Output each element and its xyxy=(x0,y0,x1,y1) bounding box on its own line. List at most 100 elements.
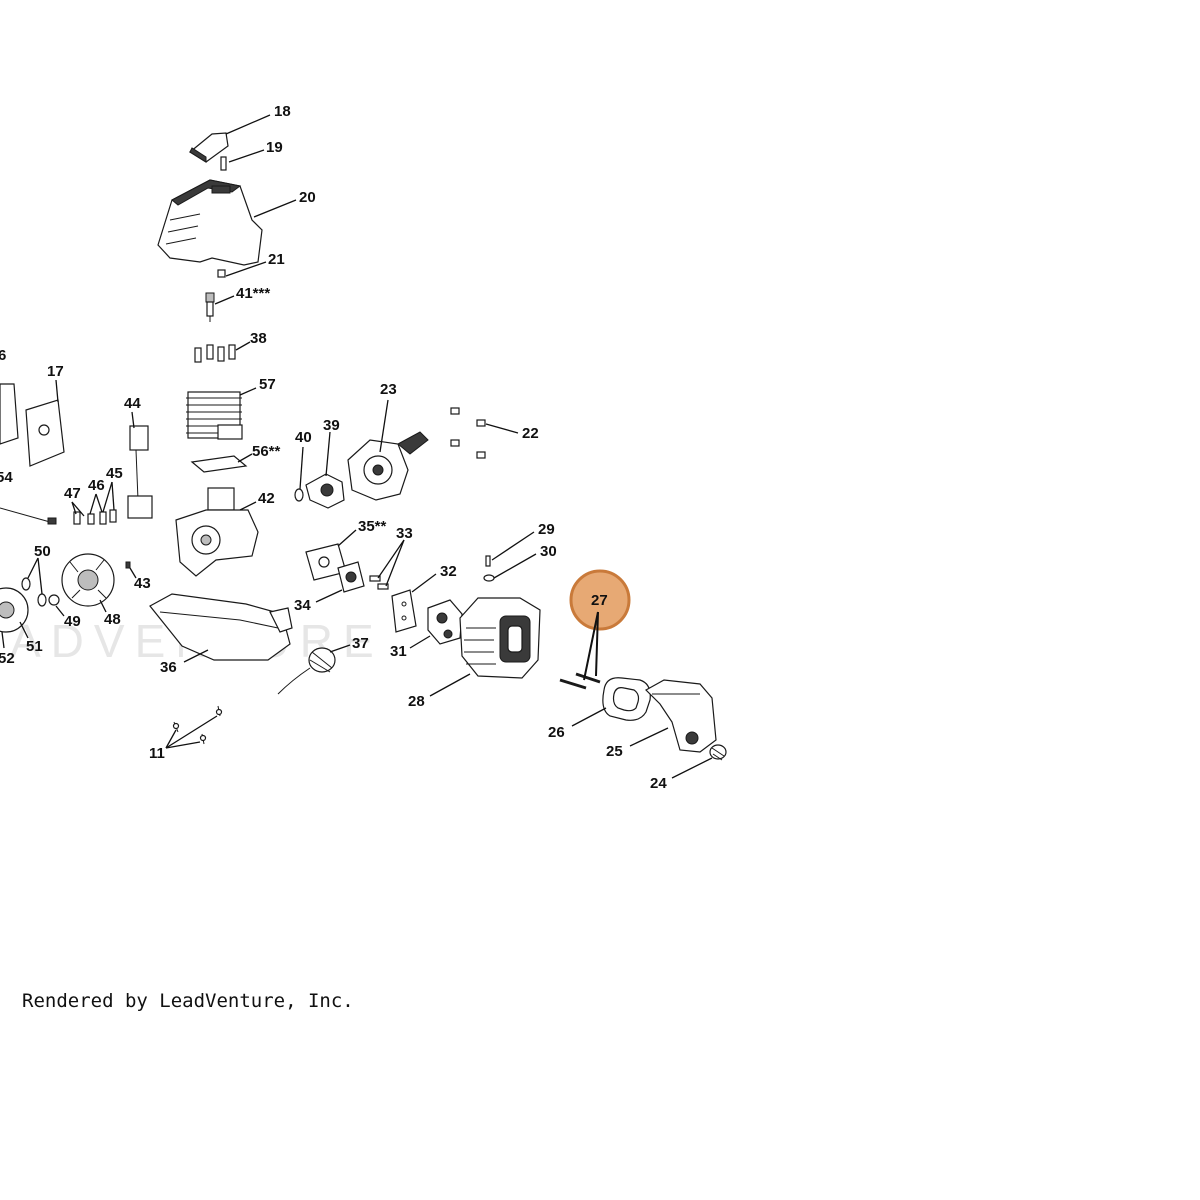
callout-52[interactable]: 52 xyxy=(0,650,15,667)
leader-38 xyxy=(235,341,251,351)
leader-32 xyxy=(411,573,437,593)
callout-46[interactable]: 46 xyxy=(88,477,105,494)
part-45-46-47-hardware[interactable] xyxy=(73,509,117,525)
part-51-52-clutch[interactable] xyxy=(0,587,29,633)
callout-45[interactable]: 45 xyxy=(106,465,123,482)
part-35-gasket[interactable] xyxy=(305,543,347,581)
throttle-rod[interactable] xyxy=(0,507,57,525)
part-27-studs[interactable] xyxy=(559,672,601,690)
part-56-gasket[interactable] xyxy=(190,455,248,473)
leader-26 xyxy=(571,707,607,727)
part-18-cover-cap[interactable] xyxy=(188,132,229,163)
callout-37[interactable]: 37 xyxy=(352,635,369,652)
callout-31[interactable]: 31 xyxy=(390,643,407,660)
callout-29[interactable]: 29 xyxy=(538,521,555,538)
part-37-fuel-cap[interactable] xyxy=(277,647,336,695)
leader-23 xyxy=(379,399,389,453)
callout-54[interactable]: 54 xyxy=(0,469,13,486)
leader-21 xyxy=(225,261,267,277)
callout-42[interactable]: 42 xyxy=(258,490,275,507)
callout-44[interactable]: 44 xyxy=(124,395,141,412)
part-43-key[interactable] xyxy=(125,561,131,569)
part-33-screws[interactable] xyxy=(369,575,389,590)
callout-56[interactable]: 56** xyxy=(252,443,281,460)
callout-30[interactable]: 30 xyxy=(540,543,557,560)
leader-24 xyxy=(671,757,713,779)
callout-11[interactable]: 11 xyxy=(149,745,165,762)
callout-50[interactable]: 50 xyxy=(34,543,51,560)
callout-47[interactable]: 47 xyxy=(64,485,81,502)
callout-22[interactable]: 22 xyxy=(522,425,539,442)
part-23-recoil-starter[interactable] xyxy=(347,431,429,501)
callout-21[interactable]: 21 xyxy=(268,251,285,268)
part-11-clips[interactable] xyxy=(172,705,223,745)
part-39-pulley[interactable] xyxy=(305,473,345,509)
part-28-air-filter-housing[interactable] xyxy=(459,597,541,679)
part-38-bolts[interactable] xyxy=(194,344,236,363)
leader-40 xyxy=(299,446,304,490)
callout-40[interactable]: 40 xyxy=(295,429,312,446)
callout-43[interactable]: 43 xyxy=(134,575,151,592)
part-36-fuel-tank[interactable] xyxy=(149,593,293,661)
leader-17 xyxy=(55,379,59,403)
leader-57 xyxy=(239,387,257,396)
callout-48[interactable]: 48 xyxy=(104,611,121,628)
callout-51[interactable]: 51 xyxy=(26,638,43,655)
part-17-plate[interactable] xyxy=(25,399,65,467)
part-49-nut[interactable] xyxy=(48,594,60,606)
callout-18[interactable]: 18 xyxy=(274,103,291,120)
part-30-washer[interactable] xyxy=(483,574,495,582)
leader-29 xyxy=(491,531,535,561)
callout-19[interactable]: 19 xyxy=(266,139,283,156)
callout-24[interactable]: 24 xyxy=(650,775,667,792)
leader-31 xyxy=(409,635,431,649)
callout-23[interactable]: 23 xyxy=(380,381,397,398)
leader-28 xyxy=(429,673,471,697)
callout-39[interactable]: 39 xyxy=(323,417,340,434)
part-34-insulator[interactable] xyxy=(337,561,365,593)
part-42-crankcase[interactable] xyxy=(175,487,259,577)
leader-43 xyxy=(129,567,137,579)
callout-33[interactable]: 33 xyxy=(396,525,413,542)
callout-41[interactable]: 41*** xyxy=(236,285,270,302)
callout-20[interactable]: 20 xyxy=(299,189,316,206)
callout-57[interactable]: 57 xyxy=(259,376,276,393)
part-48-flywheel[interactable] xyxy=(61,553,115,607)
part-22-screws[interactable] xyxy=(450,407,486,459)
part-21-nut[interactable] xyxy=(217,269,226,278)
callout-34[interactable]: 34 xyxy=(294,597,311,614)
part-25-filter-cover[interactable] xyxy=(645,679,717,753)
leader-51 xyxy=(19,621,29,639)
part-26-filter-element[interactable] xyxy=(602,677,651,721)
callout-38[interactable]: 38 xyxy=(250,330,267,347)
part-32-gasket[interactable] xyxy=(391,589,417,633)
part-40-washer[interactable] xyxy=(294,488,304,502)
part-44-ignition-coil[interactable] xyxy=(127,425,153,519)
leader-44 xyxy=(131,411,135,429)
callout-25[interactable]: 25 xyxy=(606,743,623,760)
callout-32[interactable]: 32 xyxy=(440,563,457,580)
callout-16[interactable]: 6 xyxy=(0,347,6,364)
callout-49[interactable]: 49 xyxy=(64,613,81,630)
leader-34 xyxy=(315,589,343,603)
part-19-screw[interactable] xyxy=(220,156,227,171)
callout-27[interactable]: 27 xyxy=(591,592,608,609)
part-31-carburetor[interactable] xyxy=(427,599,463,645)
leader-19 xyxy=(228,149,265,163)
part-41-spark-plug[interactable] xyxy=(205,292,215,322)
callout-36[interactable]: 36 xyxy=(160,659,177,676)
part-57-cylinder[interactable] xyxy=(186,391,243,440)
part-20-engine-shroud[interactable] xyxy=(157,179,263,266)
callout-35[interactable]: 35** xyxy=(358,518,387,535)
callout-28[interactable]: 28 xyxy=(408,693,425,710)
leader-27a xyxy=(583,611,599,681)
part-24-knob[interactable] xyxy=(709,744,727,761)
leader-11a xyxy=(165,729,177,749)
leader-42 xyxy=(239,501,257,511)
callout-17[interactable]: 17 xyxy=(47,363,64,380)
callout-26[interactable]: 26 xyxy=(548,724,565,741)
leader-46b xyxy=(95,493,103,513)
highlight-circle-27[interactable] xyxy=(569,569,631,631)
part-16-muffler[interactable] xyxy=(0,383,19,445)
part-29-screw[interactable] xyxy=(485,555,491,567)
